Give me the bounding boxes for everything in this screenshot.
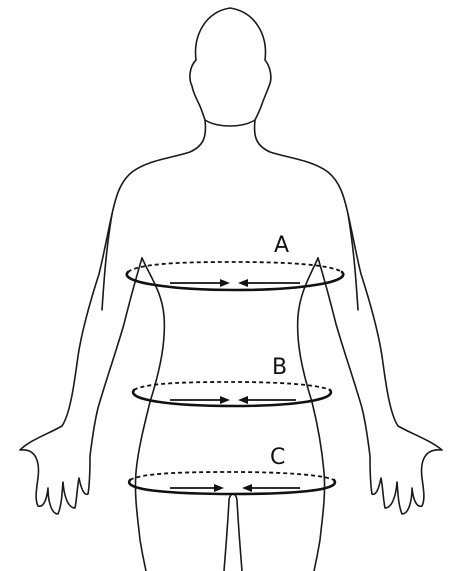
measurement-label-c: C <box>270 445 285 470</box>
torso-left-outline <box>135 258 164 571</box>
measurement-band-a: A <box>127 233 343 290</box>
leg-gap-outline <box>224 494 242 571</box>
measurement-label-a: A <box>274 233 289 258</box>
measurement-label-b: B <box>272 355 287 380</box>
torso-right-outline <box>298 258 325 571</box>
measurement-band-c: C <box>129 445 335 494</box>
head-outline <box>190 8 271 126</box>
arm-left-inner-outline <box>102 214 112 310</box>
arm-right-inner-outline <box>348 214 358 310</box>
body-left-outline <box>20 120 205 514</box>
